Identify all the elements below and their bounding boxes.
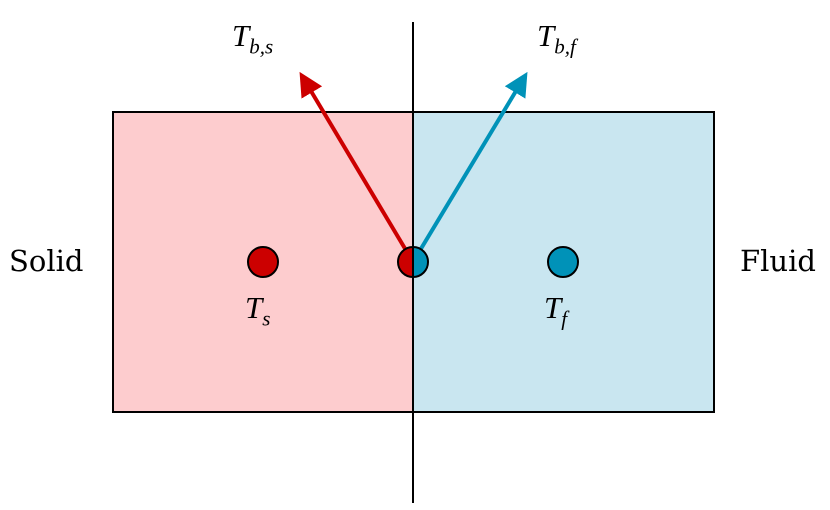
solid-boundary-temperature-label: Tb,s (232, 18, 273, 59)
fluid-boundary-arrow (411, 71, 528, 264)
symbol: T (232, 18, 250, 53)
solid-temperature-label: Ts (245, 290, 270, 331)
subscript: f (561, 306, 568, 331)
symbol: T (544, 290, 562, 325)
solid-label: Solid (9, 244, 84, 278)
symbol: T (245, 290, 263, 325)
subscript: b,f (554, 34, 576, 59)
subscript: s (262, 306, 271, 331)
solid-node (247, 246, 279, 278)
subscript: b,s (249, 34, 274, 59)
solid-boundary-arrow (299, 71, 415, 264)
symbol: T (537, 18, 555, 53)
fluid-temperature-label: Tf (544, 290, 567, 331)
interface-node (397, 246, 429, 278)
fluid-label: Fluid (740, 244, 816, 278)
fluid-node (547, 246, 579, 278)
fluid-boundary-temperature-label: Tb,f (537, 18, 576, 59)
